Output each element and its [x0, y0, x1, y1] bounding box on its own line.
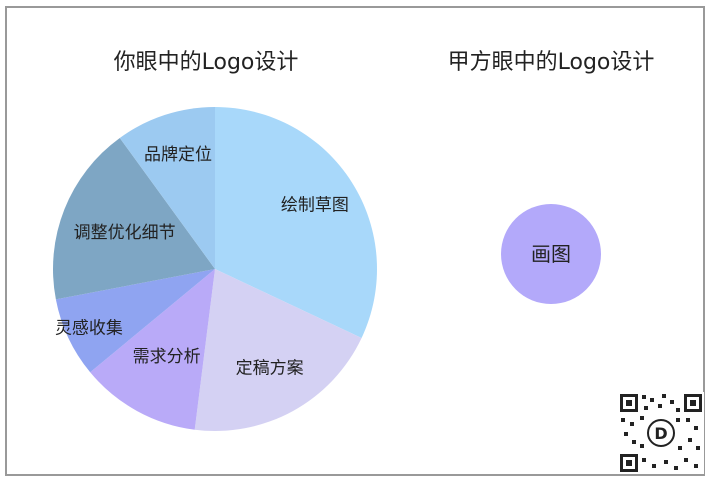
- pie-slice: [194, 269, 362, 432]
- slice-label: 定稿方案: [236, 358, 304, 378]
- pie-slice: [55, 269, 216, 373]
- qr-code-icon: D: [618, 392, 704, 474]
- slice-label: 调整优化细节: [74, 223, 176, 243]
- slice-label: 品牌定位: [144, 145, 212, 165]
- slice-label: 绘制草图: [281, 196, 349, 216]
- left-chart-title: 你眼中的Logo设计: [113, 50, 299, 75]
- right-chart-title: 甲方眼中的Logo设计: [447, 50, 655, 75]
- slice-label: 需求分析: [133, 347, 201, 367]
- slice-label: 灵感收集: [55, 318, 123, 338]
- pie-slice: [119, 107, 215, 269]
- pie-slice: [90, 269, 215, 430]
- pie-slice: [501, 204, 601, 304]
- pie-slice: [53, 137, 216, 300]
- pie-slice: [215, 107, 377, 338]
- svg-text:D: D: [654, 424, 667, 443]
- slice-label: 画图: [531, 242, 571, 266]
